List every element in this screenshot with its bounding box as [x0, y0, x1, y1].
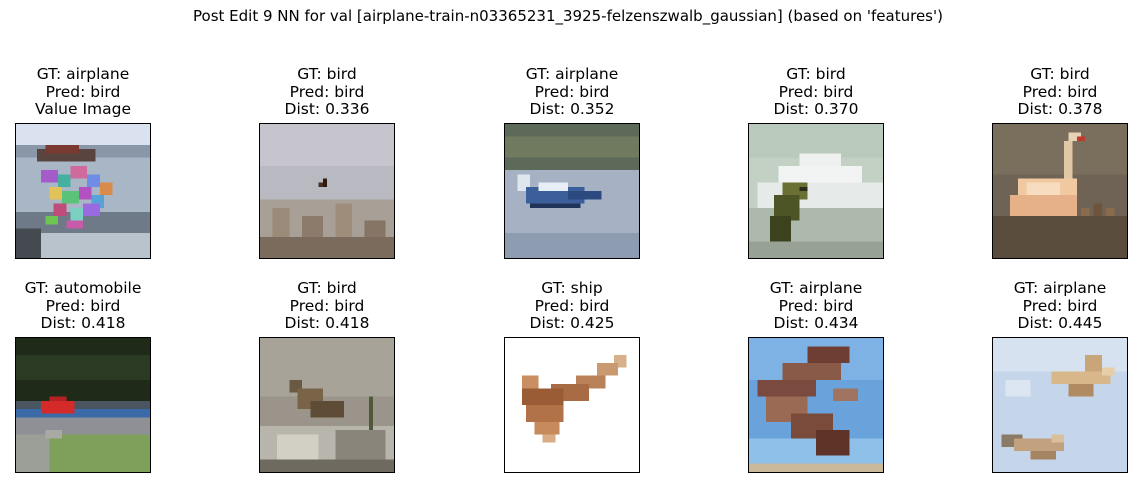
panel-caption: GT: bird Pred: bird Dist: 0.418: [219, 279, 435, 333]
pred-label: Pred: bird: [534, 82, 610, 101]
pred-label: Pred: bird: [534, 296, 610, 315]
dist-label: Dist: 0.336: [284, 100, 370, 118]
bird-over-reeds-image: [259, 123, 395, 259]
gt-label: GT: automobile: [24, 279, 142, 297]
dist-label: Dist: 0.378: [1017, 100, 1103, 118]
gt-label: GT: bird: [786, 65, 846, 83]
gt-label: GT: bird: [1030, 65, 1090, 83]
panel-caption: GT: bird Pred: bird Dist: 0.378: [952, 65, 1136, 119]
two-jets-sky-image: [992, 337, 1128, 473]
gt-label: GT: bird: [297, 65, 357, 83]
dist-label: Dist: 0.425: [529, 314, 615, 332]
panel-caption: GT: automobile Pred: bird Dist: 0.418: [0, 279, 191, 333]
panel-caption: GT: ship Pred: bird Dist: 0.425: [464, 279, 680, 333]
dist-label: Dist: 0.352: [529, 100, 615, 118]
red-car-on-track-image: [15, 337, 151, 473]
gt-label: GT: bird: [297, 279, 357, 297]
panel-caption: GT: bird Pred: bird Dist: 0.370: [708, 65, 924, 119]
canoe-image: [504, 337, 640, 473]
pred-label: Pred: bird: [45, 82, 121, 101]
gt-label: GT: airplane: [525, 65, 619, 83]
dist-label: Dist: 0.370: [773, 100, 859, 118]
panel-caption: GT: airplane Pred: bird Dist: 0.434: [708, 279, 924, 333]
bird-on-rocks-image: [259, 337, 395, 473]
dist-label: Dist: 0.418: [40, 314, 126, 332]
pred-label: Pred: bird: [45, 296, 121, 315]
swan-on-water-image: [992, 123, 1128, 259]
figure-title: Post Edit 9 NN for val [airplane-train-n…: [193, 7, 943, 25]
gt-label: GT: ship: [541, 279, 603, 297]
gt-label: GT: airplane: [36, 65, 130, 83]
seaplane-on-water-image: [504, 123, 640, 259]
airplane-closeup-sky-image: [748, 337, 884, 473]
parrot-mountain-image: [748, 123, 884, 259]
noisy-airplane-value-image: [15, 123, 151, 259]
dist-label: Dist: 0.445: [1017, 314, 1103, 332]
panel-caption: GT: bird Pred: bird Dist: 0.336: [219, 65, 435, 119]
panel-caption: GT: airplane Pred: bird Value Image: [0, 65, 191, 119]
pred-label: Pred: bird: [778, 296, 854, 315]
panel-caption: GT: airplane Pred: bird Dist: 0.352: [464, 65, 680, 119]
pred-label: Pred: bird: [289, 82, 365, 101]
gt-label: GT: airplane: [1013, 279, 1107, 297]
pred-label: Pred: bird: [289, 296, 365, 315]
panel-caption: GT: airplane Pred: bird Dist: 0.445: [952, 279, 1136, 333]
value-image-label: Value Image: [34, 100, 132, 118]
dist-label: Dist: 0.434: [773, 314, 859, 332]
pred-label: Pred: bird: [778, 82, 854, 101]
pred-label: Pred: bird: [1022, 296, 1098, 315]
dist-label: Dist: 0.418: [284, 314, 370, 332]
gt-label: GT: airplane: [769, 279, 863, 297]
pred-label: Pred: bird: [1022, 82, 1098, 101]
